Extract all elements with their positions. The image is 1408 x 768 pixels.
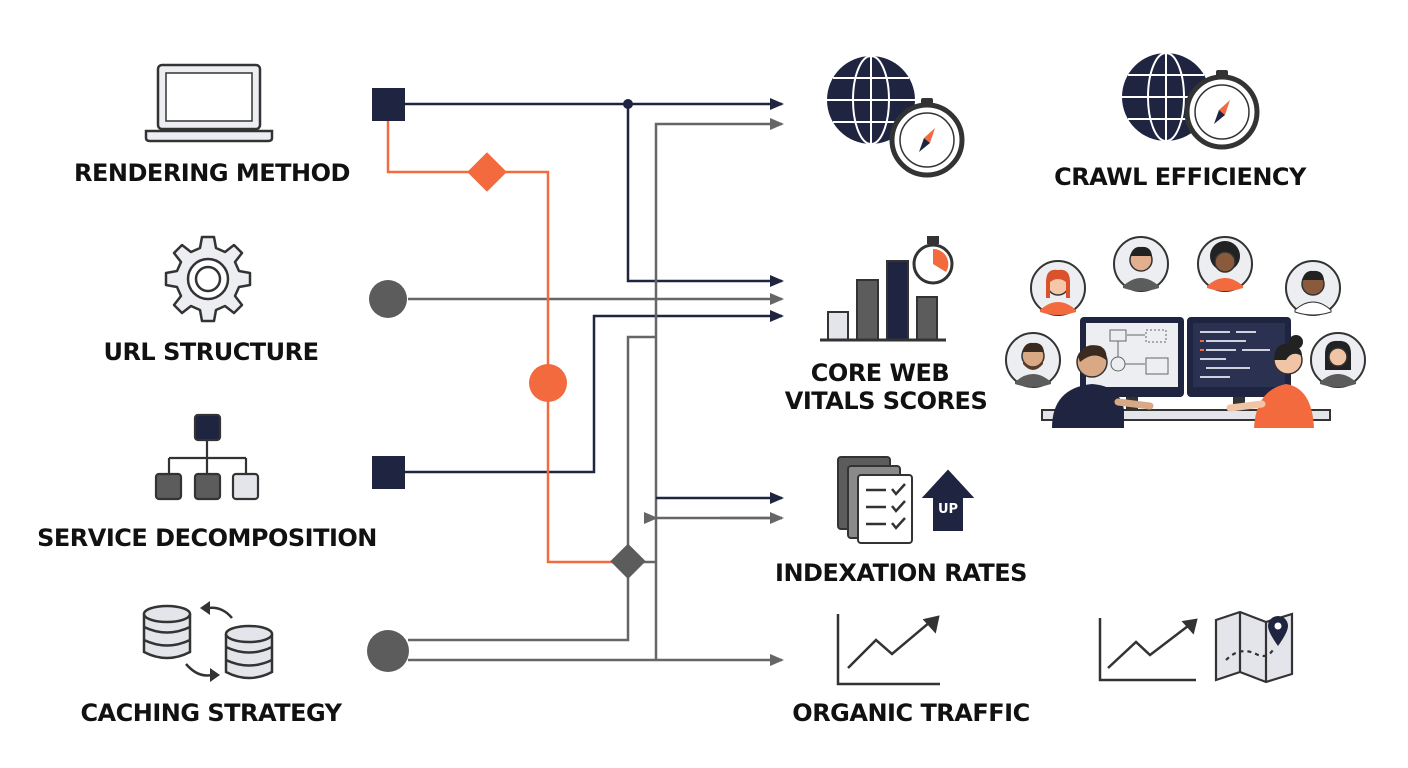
globe-compass-icon-2 (1122, 52, 1260, 150)
node-circle-orange (529, 364, 567, 402)
gear-icon (164, 235, 252, 323)
connector-rendering-cwv (626, 104, 784, 287)
avatar (1197, 236, 1253, 292)
label-indexation-rates: INDEXATION RATES (775, 559, 1027, 587)
node-square-rendering (372, 88, 405, 121)
avatar (1030, 260, 1086, 316)
connector-caching-crawl-up (654, 118, 784, 660)
hierarchy-icon (154, 413, 260, 501)
connector-index-lower (628, 516, 782, 564)
trend-line-chart-icon (836, 614, 940, 686)
label-caching-strategy: CACHING STRATEGY (80, 699, 342, 727)
avatar (1310, 332, 1366, 388)
node-diamond-orange (467, 152, 507, 192)
map-pin-icon (1214, 610, 1294, 684)
laptop-icon (144, 63, 274, 143)
node-circle-caching (367, 630, 409, 672)
avatar (1113, 236, 1169, 292)
connector-caching-index (408, 335, 656, 642)
label-service-decomposition: SERVICE DECOMPOSITION (37, 524, 377, 552)
bar-chart-stopwatch-icon (820, 236, 954, 342)
node-diamond-gray (610, 543, 646, 579)
label-core-web-vitals-line1: CORE WEB (811, 359, 949, 387)
node-square-service (372, 456, 405, 489)
up-badge-label: UP (938, 502, 958, 517)
connector-lines (386, 98, 784, 666)
label-url-structure: URL STRUCTURE (103, 338, 318, 366)
globe-compass-icon (827, 55, 965, 178)
connector-service-cwv (405, 310, 784, 474)
label-rendering-method: RENDERING METHOD (74, 159, 350, 187)
trend-line-chart-icon-2 (1098, 618, 1198, 682)
connector-orange-route (386, 121, 628, 564)
team-collaboration-illustration (1005, 236, 1366, 428)
document-checklist-up-icon (837, 456, 975, 544)
junction-dot (623, 99, 633, 109)
label-crawl-efficiency: CRAWL EFFICIENCY (1054, 163, 1307, 191)
avatar (1285, 260, 1341, 316)
label-organic-traffic: ORGANIC TRAFFIC (792, 699, 1029, 727)
label-core-web-vitals-line2: VITALS SCORES (785, 387, 987, 415)
node-circle-url (369, 280, 407, 318)
avatar (1005, 332, 1061, 388)
database-sync-icon (142, 601, 274, 682)
